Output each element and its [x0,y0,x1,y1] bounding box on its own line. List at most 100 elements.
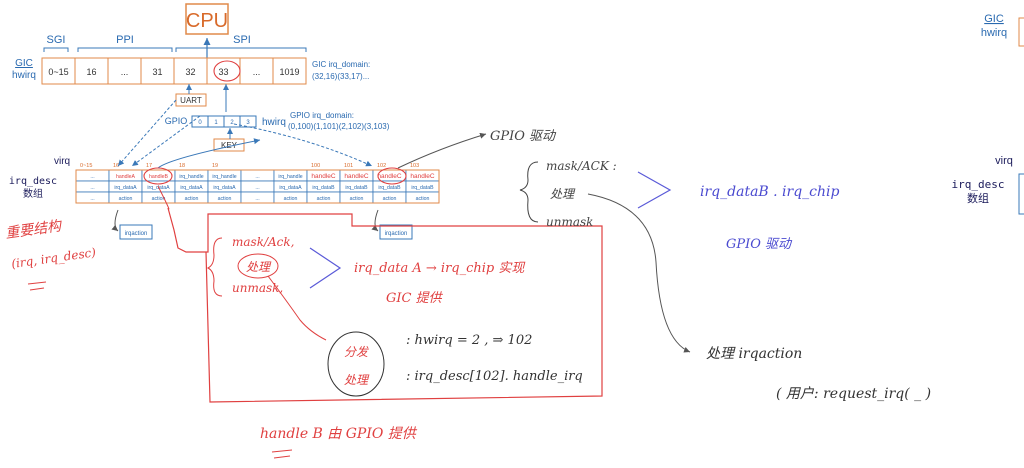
box-chuli: 处理 [246,260,272,274]
box-unmask: unmask, [232,281,283,295]
virq-cell-label: action [416,196,430,202]
virq-header: 101 [344,163,353,169]
handlec-to-gpio-driver [397,132,487,169]
hwirq-33-circle [213,60,241,82]
gpio-to-virq102 [233,123,373,167]
virq-cell-label: irq_dataB [312,185,335,191]
right-virq-label: virq [995,155,1013,167]
gic-domain-line1: GIC irq_domain: [312,60,370,69]
virq-cell-label: ... [255,185,259,191]
irq-desc-label2: 数组 [23,187,43,200]
ppi-brace [77,47,173,52]
virq-cell-label: action [350,196,364,202]
virq-cell-label: handleC [344,173,369,180]
irqaction-label-2: irqaction [385,231,408,237]
gpio-to-virq17 [131,115,201,167]
note-important-struct: 重要结构 [4,218,64,242]
chuli-irqaction-note: 处理 irqaction [706,346,802,362]
virq17-to-gpio-curve [157,138,261,169]
sgi-label: SGI [47,34,66,46]
right-table-cell [1018,173,1024,215]
gic-cell [272,57,307,85]
virq-cell-label: action [218,196,232,202]
right-hwirq-label: hwirq [981,27,1007,39]
spi-brace [175,47,307,52]
gic-domain-line2: (32,16)(33,17)... [312,72,369,81]
handleb-underline [271,449,293,459]
virq-cell-label: handleC [377,173,402,180]
cpu-label: CPU [186,10,228,32]
note-underline [27,281,47,291]
virq-header: 17 [146,163,152,169]
irqaction-arrow-2 [371,209,379,232]
box-brace-arrow [309,247,342,289]
gic-cell-label: 1019 [279,67,299,77]
handleb-circle [143,167,173,185]
gic-provide: GIC 提供 [386,291,444,306]
gic-hwirq-label: hwirq [12,70,36,81]
virq-cell-label: handleA [116,174,136,180]
irqaction-label-1: irqaction [125,231,148,237]
mask-ack-note: mask/ACK : [546,159,617,173]
red-explain-box [167,207,603,403]
virq-header: 18 [179,163,185,169]
gpio-label: GPIO [165,116,188,126]
virq-cell-label: irq_handle [179,174,203,180]
irq-data-a-chip: irq_data A → irq_chip 实现 [354,260,526,276]
virq-cell-label: handleC [311,173,336,180]
irqaction-box-2 [379,224,413,240]
gic-cell-label: 31 [152,67,162,77]
virq-cell-label: irq_dataA [180,185,203,191]
right-irq-desc-label: irq_desc [952,178,1005,191]
virq-header: 100 [311,163,320,169]
gpio-cell-label: 1 [214,120,218,126]
virq-cell-label: ... [90,174,94,180]
virq-label: virq [54,156,70,167]
virq-cell-label: irq_dataB [378,185,401,191]
virq-cell-label: irq_handle [212,174,236,180]
virq-cell-label: action [152,196,166,202]
virq-cell-label: ... [90,185,94,191]
irqaction-box-1 [119,224,153,240]
gic-cell-label: ... [253,67,261,77]
right-gic-cell [1018,17,1024,47]
uart-label: UART [180,96,202,105]
gpio-hwirq-label: hwirq [262,117,286,128]
virq-header: 16 [113,163,119,169]
sgi-brace [43,47,69,52]
gpio-cell-label: 3 [246,120,250,126]
chuli-to-irqaction [587,193,691,353]
virq-cell-label: ... [90,196,94,202]
virq-header: 103 [410,163,419,169]
gpio-driver-note-2: GPIO 驱动 [726,237,793,252]
gic-cell-label: 32 [185,67,195,77]
gic-cell [41,57,76,85]
spi-label: SPI [233,34,251,46]
handlec-circle [377,167,407,185]
virq-header: 102 [377,163,386,169]
irqaction-arrow-1 [111,209,119,232]
virq-cell-label: irq_dataA [279,185,302,191]
virq-cell-label: irq_dataB [345,185,368,191]
gray-left-brace [519,161,539,223]
gpio-cell-label: 0 [198,120,202,126]
irq-data-b-chip: irq_dataB . irq_chip [700,184,840,200]
ppi-label: PPI [116,34,134,46]
virq-cell-label: irq_handle [278,174,302,180]
virq-cell-label: irq_dataA [114,185,137,191]
right-gic-label: GIC [984,13,1004,25]
irq-desc-table: 0~15.........16handleAirq_dataAaction17h… [75,163,440,204]
gray-brace-arrow [637,171,672,209]
gpio-driver-note: GPIO 驱动 [490,129,557,144]
virq-cell-label: action [317,196,331,202]
virq-cell-label: action [185,196,199,202]
gpio-cell [239,115,257,128]
cpu-box [185,3,229,35]
gic-cell-label: ... [121,67,129,77]
virq-cell-label: action [119,196,133,202]
chuli-note: 处理 [550,187,576,201]
gic-label: GIC [15,58,33,69]
virq-cell-label: action [383,196,397,202]
